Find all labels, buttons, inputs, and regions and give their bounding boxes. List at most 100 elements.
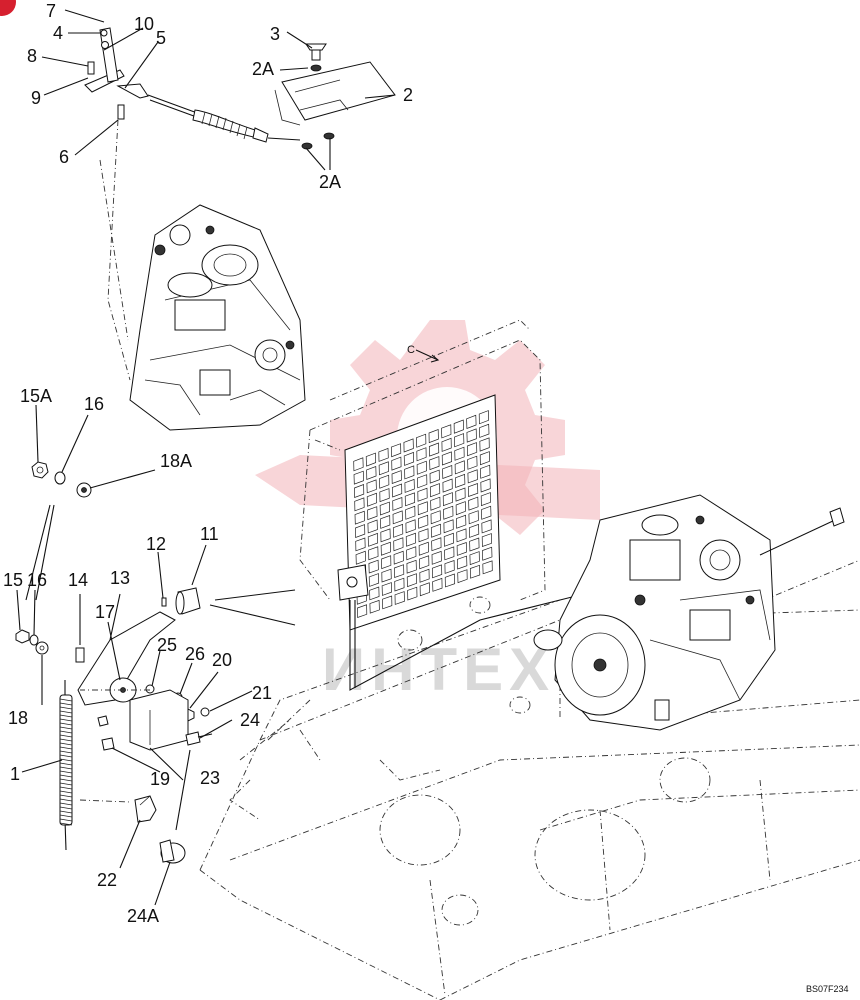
grid-cell xyxy=(442,492,454,507)
grid-cell xyxy=(430,496,441,511)
grid-cell xyxy=(455,501,466,516)
callout-6: 6 xyxy=(59,147,69,167)
spring-coil xyxy=(59,718,73,722)
grid-cell xyxy=(429,483,441,498)
grid-cell xyxy=(442,478,453,493)
grid-cell xyxy=(393,537,404,552)
grid-cell xyxy=(456,514,467,529)
grid-cell xyxy=(444,546,455,561)
grid-cell xyxy=(367,532,379,547)
grid-cell xyxy=(366,466,377,481)
pin-24a xyxy=(159,839,186,864)
spring-coil xyxy=(59,802,73,806)
callout-10: 10 xyxy=(134,14,154,34)
grid-cell xyxy=(354,497,365,512)
grid-cell xyxy=(382,595,393,610)
spring-coil xyxy=(59,750,73,754)
corner-badge-icon xyxy=(0,0,16,16)
grid-cell xyxy=(369,599,380,614)
grid-cell xyxy=(404,465,415,480)
spring-coil xyxy=(59,814,73,818)
grid-cell xyxy=(457,569,468,584)
grid-cell xyxy=(394,591,405,605)
grid-cell xyxy=(406,573,418,588)
grid-cell xyxy=(378,447,389,462)
grid-cell xyxy=(457,555,468,570)
spring-coil xyxy=(59,714,73,718)
clip-22 xyxy=(134,795,157,823)
grid-cell xyxy=(368,573,380,587)
grid-cell xyxy=(365,452,377,467)
grid-cell xyxy=(480,478,491,493)
grid-cell xyxy=(468,496,479,511)
grid-cell xyxy=(429,469,440,484)
callout-2: 2 xyxy=(403,85,413,105)
grid-cell xyxy=(469,551,480,566)
grid-cell xyxy=(416,433,427,448)
grid-cell xyxy=(482,560,493,575)
grid-cell xyxy=(355,524,366,538)
grid-cell xyxy=(405,532,417,547)
callout-22: 22 xyxy=(97,870,117,890)
nut-15a xyxy=(31,461,49,479)
callout-20: 20 xyxy=(212,650,232,670)
bolt-25 xyxy=(145,684,155,694)
washer-16-lower xyxy=(29,634,39,646)
spring-coil xyxy=(59,722,73,726)
callout-1: 1 xyxy=(10,764,20,784)
bolt-14 xyxy=(75,647,85,663)
grid-cell xyxy=(469,564,481,579)
grid-cell xyxy=(390,443,402,458)
nut-15 xyxy=(15,629,30,644)
engine-installed-view xyxy=(533,494,845,731)
grid-cell xyxy=(381,568,392,583)
grid-cell xyxy=(357,604,368,618)
callout-8: 8 xyxy=(27,46,37,66)
callout-17: 17 xyxy=(95,602,115,622)
spring-coil xyxy=(59,706,73,710)
grid-cell xyxy=(368,559,379,574)
grid-cell xyxy=(380,515,391,529)
grid-cell xyxy=(417,501,428,516)
callout-5: 5 xyxy=(156,28,166,48)
spring-coil xyxy=(59,794,73,798)
grid-cell xyxy=(467,469,478,484)
grid-cell xyxy=(367,506,378,521)
grid-cell xyxy=(416,447,427,462)
spring-coil xyxy=(59,738,73,742)
callout-19: 19 xyxy=(150,769,170,789)
grid-cell xyxy=(404,478,415,493)
view-ref-label: C xyxy=(407,344,415,356)
grid-cell xyxy=(431,550,442,565)
callout-15a: 15A xyxy=(20,386,52,406)
spring-coil xyxy=(59,710,73,714)
grid-cell xyxy=(404,492,416,507)
grid-cell xyxy=(441,451,453,466)
callout-26: 26 xyxy=(185,644,205,664)
spring-coil xyxy=(59,790,73,794)
callout-13: 13 xyxy=(110,568,130,588)
grid-cell xyxy=(406,546,417,561)
grid-cell xyxy=(428,442,440,457)
callout-15: 15 xyxy=(3,570,23,590)
callout-23: 23 xyxy=(200,768,220,788)
grid-cell xyxy=(482,546,493,561)
spring-coil xyxy=(59,770,73,774)
grid-cell xyxy=(392,497,403,511)
grid-cell xyxy=(455,487,466,502)
callout-7: 7 xyxy=(46,1,56,21)
grid-cell xyxy=(418,528,429,543)
grid-cell xyxy=(431,564,443,579)
grid-cell xyxy=(444,560,455,574)
grid-cell xyxy=(466,442,478,457)
grid-cell xyxy=(419,555,430,570)
callout-14: 14 xyxy=(68,570,88,590)
grid-cell xyxy=(429,456,440,471)
grid-cell xyxy=(379,488,390,503)
grid-cell xyxy=(466,428,477,443)
callout-18: 18 xyxy=(8,708,28,728)
grid-cell xyxy=(467,483,479,497)
spring-coil xyxy=(59,822,73,826)
callout-11: 11 xyxy=(200,524,219,544)
spring-coil xyxy=(59,818,73,822)
